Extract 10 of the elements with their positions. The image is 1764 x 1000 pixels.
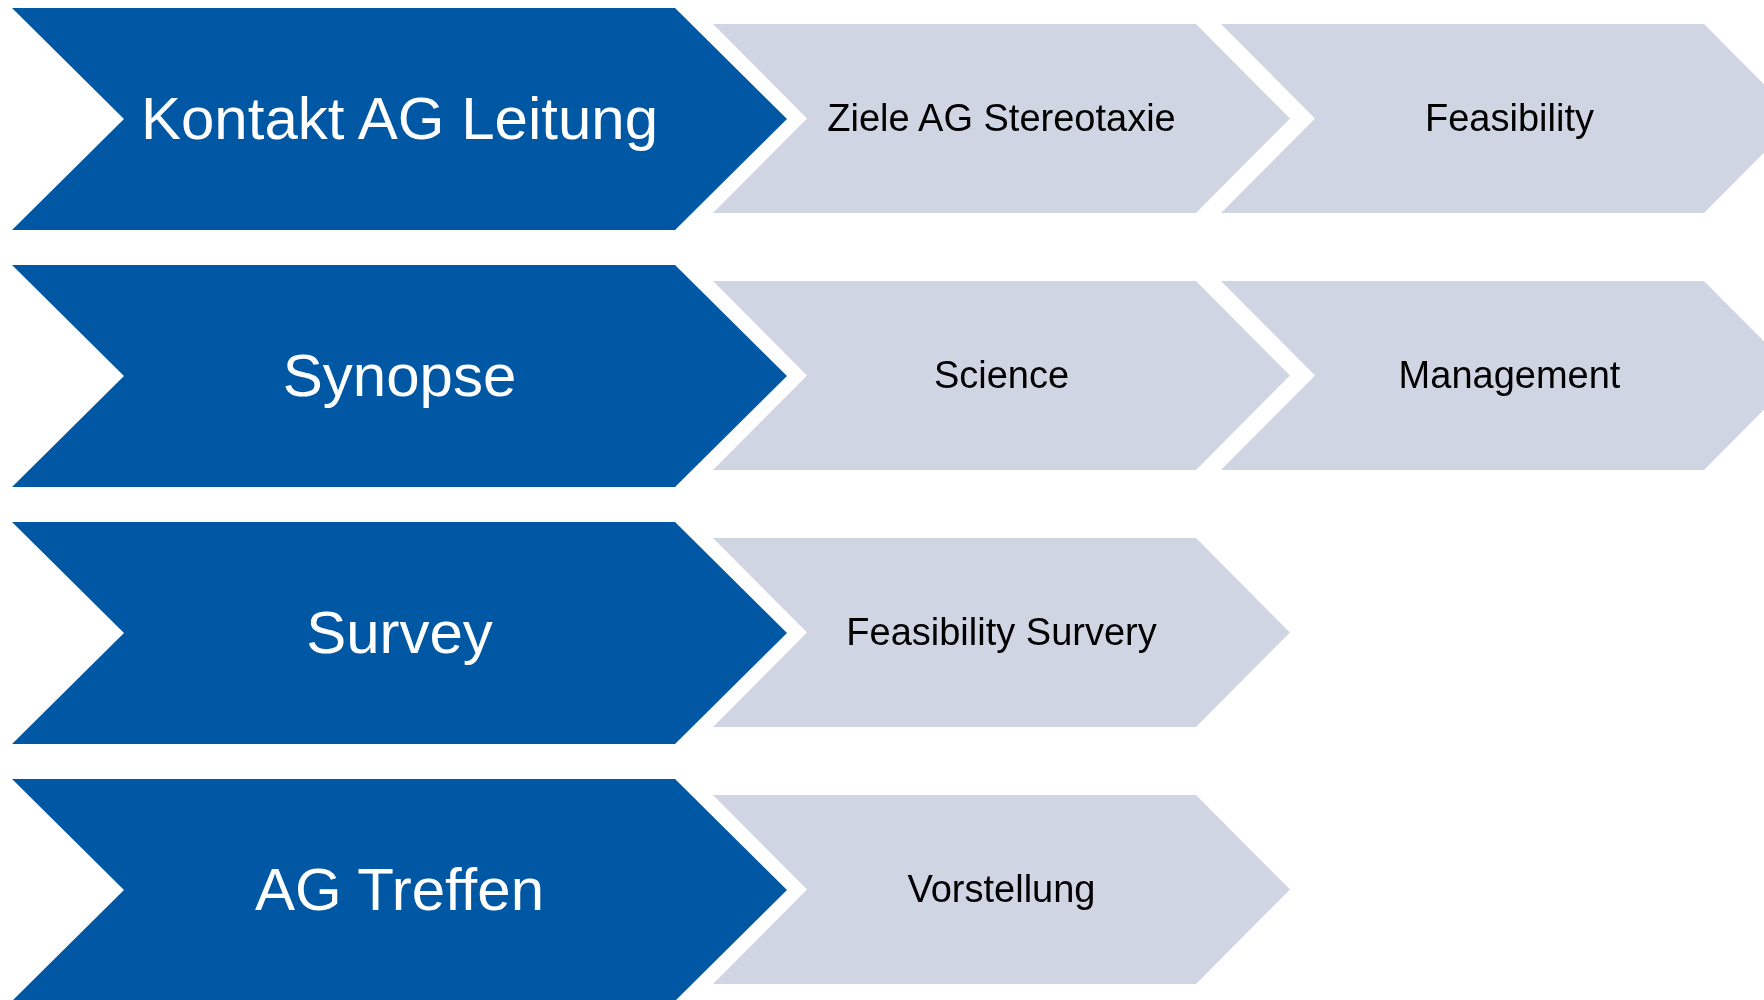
step-label: Ziele AG Stereotaxie bbox=[827, 97, 1176, 140]
step-label: Survey bbox=[306, 600, 493, 666]
step-label: Feasibility bbox=[1425, 97, 1594, 140]
step-label: Science bbox=[933, 354, 1070, 397]
step-label: Vorstellung bbox=[907, 868, 1096, 911]
step-label: AG Treffen bbox=[254, 857, 544, 923]
step-label: Kontakt AG Leitung bbox=[141, 86, 658, 152]
step-label: Management bbox=[1398, 354, 1621, 397]
step-label: Feasibility Survery bbox=[846, 611, 1157, 654]
step-label: Synopse bbox=[282, 343, 517, 409]
